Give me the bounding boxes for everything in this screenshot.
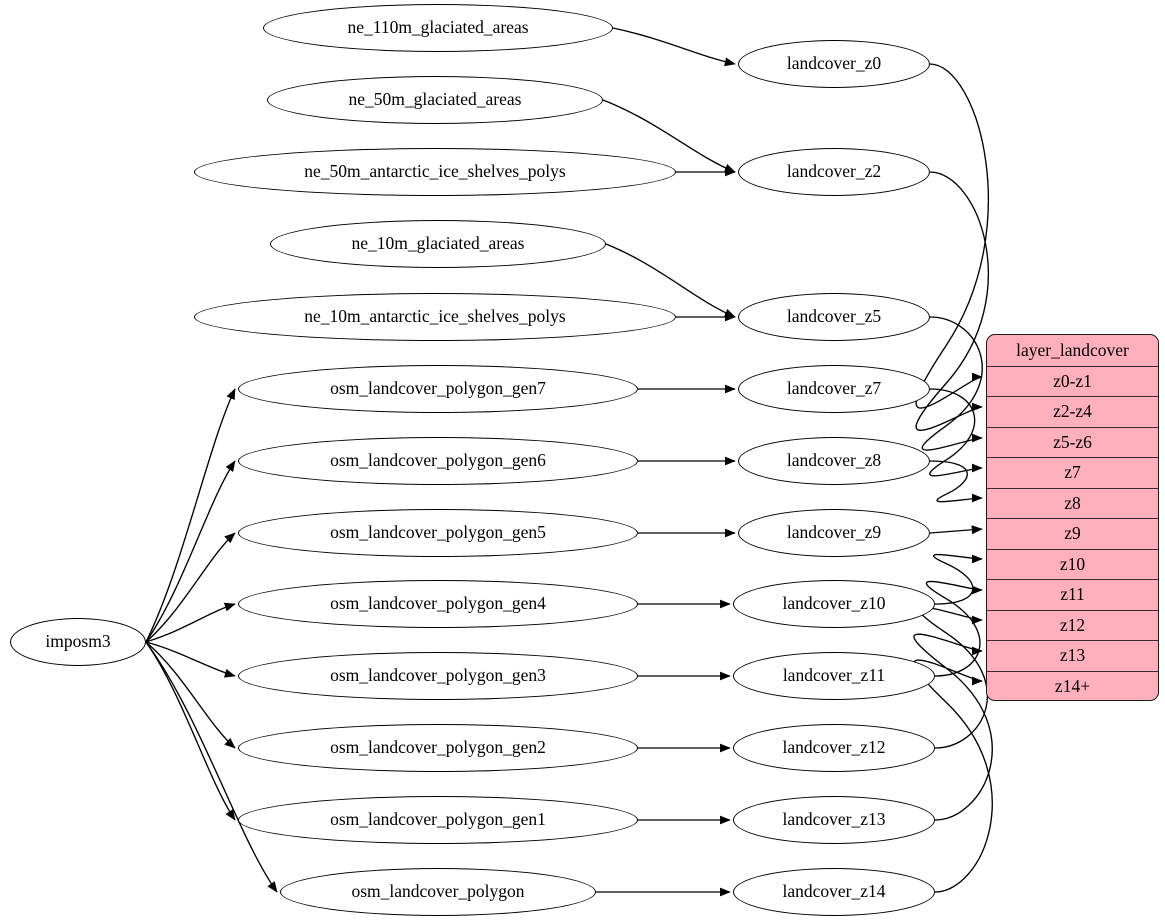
node-landcover_z9[interactable]: landcover_z9 — [738, 509, 930, 557]
node-label: osm_landcover_polygon_gen2 — [330, 737, 546, 758]
table-row-label: z7 — [1064, 462, 1081, 482]
node-label: landcover_z9 — [786, 522, 882, 543]
table-row-label: z10 — [1059, 553, 1086, 574]
table-row[interactable]: z12 — [987, 609, 1158, 641]
edge-landcover_z2-to-layer_landcover_z2-z4 — [915, 171, 990, 431]
node-osm_landcover_polygon_gen5[interactable]: osm_landcover_polygon_gen5 — [238, 509, 638, 557]
edge-landcover_z5-to-layer_landcover_z5-z6 — [921, 316, 983, 451]
table-row[interactable]: z11 — [987, 579, 1158, 610]
node-label: ne_10m_antarctic_ice_shelves_polys — [304, 306, 566, 327]
node-label: osm_landcover_polygon_gen5 — [330, 522, 546, 543]
node-osm_landcover_polygon_gen3[interactable]: osm_landcover_polygon_gen3 — [238, 652, 638, 700]
node-ne_110m_glaciated_areas[interactable]: ne_110m_glaciated_areas — [263, 4, 613, 52]
node-label: landcover_z5 — [786, 306, 882, 327]
node-landcover_z10[interactable]: landcover_z10 — [733, 580, 935, 628]
node-ne_10m_glaciated_areas[interactable]: ne_10m_glaciated_areas — [270, 220, 606, 268]
table-row-label: z14+ — [1054, 675, 1091, 696]
table-row-label: z2-z4 — [1053, 401, 1092, 421]
node-osm_landcover_polygon_gen2[interactable]: osm_landcover_polygon_gen2 — [238, 724, 638, 772]
node-label: landcover_z13 — [782, 809, 886, 830]
edge-landcover_z12-to-layer_landcover_z12 — [918, 606, 989, 749]
edge-imposm3-to-osm_landcover_polygon — [145, 641, 278, 893]
node-label: ne_110m_glaciated_areas — [347, 17, 529, 38]
node-landcover_z13[interactable]: landcover_z13 — [733, 796, 935, 844]
table-row[interactable]: z7 — [987, 457, 1158, 488]
node-landcover_z12[interactable]: landcover_z12 — [733, 724, 935, 772]
edge-imposm3-to-osm_landcover_polygon_gen1 — [145, 641, 236, 821]
node-label: osm_landcover_polygon_gen1 — [330, 809, 546, 830]
node-imposm3[interactable]: imposm3 — [10, 618, 146, 666]
node-label: landcover_z7 — [786, 378, 882, 399]
edge-landcover_z11-to-layer_landcover_z11 — [925, 580, 983, 677]
table-row[interactable]: z13 — [987, 640, 1158, 671]
node-landcover_z2[interactable]: landcover_z2 — [738, 148, 930, 196]
node-osm_landcover_polygon_gen6[interactable]: osm_landcover_polygon_gen6 — [238, 437, 638, 485]
table-row[interactable]: z0-z1 — [987, 365, 1158, 397]
node-label: ne_50m_antarctic_ice_shelves_polys — [304, 161, 566, 182]
table-row-label: z0-z1 — [1053, 370, 1092, 391]
node-landcover_z14[interactable]: landcover_z14 — [733, 868, 935, 916]
edge-ne_50m_glaciated_areas-to-landcover_z2 — [602, 99, 736, 173]
node-label: osm_landcover_polygon_gen3 — [330, 665, 546, 686]
table-row-label: z12 — [1059, 614, 1086, 635]
table-row-label: z9 — [1064, 523, 1081, 543]
node-label: osm_landcover_polygon_gen4 — [330, 593, 546, 614]
layer-landcover-table[interactable]: layer_landcover z0-z1 z2-z4 z5-z6 z7 z8 z9 z10 z… — [986, 334, 1159, 701]
edge-landcover_z13-to-layer_landcover_z13 — [913, 633, 993, 821]
node-osm_landcover_polygon_gen4[interactable]: osm_landcover_polygon_gen4 — [238, 580, 638, 628]
node-osm_landcover_polygon_gen7[interactable]: osm_landcover_polygon_gen7 — [238, 365, 638, 413]
table-row[interactable]: z10 — [987, 548, 1158, 580]
edge-landcover_z8-to-layer_landcover_z8 — [929, 460, 983, 503]
table-row-label: z11 — [1060, 584, 1085, 604]
edge-imposm3-to-osm_landcover_polygon_gen4 — [145, 602, 236, 643]
node-landcover_z8[interactable]: landcover_z8 — [738, 437, 930, 485]
node-ne_50m_antarctic_ice_shelves_polys[interactable]: ne_50m_antarctic_ice_shelves_polys — [194, 148, 676, 196]
edge-imposm3-to-osm_landcover_polygon_gen3 — [145, 641, 236, 678]
table-row-label: z13 — [1059, 645, 1086, 665]
node-label: landcover_z2 — [786, 161, 882, 182]
node-landcover_z5[interactable]: landcover_z5 — [738, 293, 930, 341]
node-label: osm_landcover_polygon_gen7 — [330, 378, 546, 399]
node-label: landcover_z11 — [782, 665, 886, 686]
node-osm_landcover_polygon_gen1[interactable]: osm_landcover_polygon_gen1 — [238, 796, 638, 844]
edge-ne_110m_glaciated_areas-to-landcover_z0 — [612, 27, 736, 67]
node-ne_10m_antarctic_ice_shelves_polys[interactable]: ne_10m_antarctic_ice_shelves_polys — [194, 293, 676, 341]
table-row[interactable]: z9 — [987, 518, 1158, 549]
edge-imposm3-to-osm_landcover_polygon_gen2 — [145, 641, 236, 749]
table-header: layer_landcover — [987, 335, 1158, 366]
edge-imposm3-to-osm_landcover_polygon_gen5 — [145, 532, 236, 643]
table-row[interactable]: z8 — [987, 487, 1158, 519]
edge-landcover_z7-to-layer_landcover_z7 — [929, 388, 983, 477]
node-label: osm_landcover_polygon_gen6 — [330, 450, 546, 471]
node-label: landcover_z14 — [782, 881, 886, 902]
node-landcover_z11[interactable]: landcover_z11 — [733, 652, 935, 700]
node-osm_landcover_polygon[interactable]: osm_landcover_polygon — [280, 868, 596, 916]
edge-imposm3-to-osm_landcover_polygon_gen7 — [145, 388, 236, 643]
edge-landcover_z9-to-layer_landcover_z9 — [929, 525, 983, 535]
table-header-label: layer_landcover — [1016, 339, 1129, 360]
edge-landcover_z10-to-layer_landcover_z10 — [933, 553, 983, 605]
table-row[interactable]: z2-z4 — [987, 396, 1158, 427]
node-label: osm_landcover_polygon — [351, 881, 525, 902]
node-label: landcover_z10 — [782, 593, 886, 614]
node-ne_50m_glaciated_areas[interactable]: ne_50m_glaciated_areas — [267, 76, 603, 124]
edge-imposm3-to-osm_landcover_polygon_gen6 — [145, 460, 236, 643]
node-label: ne_50m_glaciated_areas — [348, 89, 522, 110]
node-label: landcover_z0 — [786, 53, 882, 74]
table-row[interactable]: z14+ — [987, 670, 1158, 701]
edge-landcover_z14-to-layer_landcover_z14_ — [913, 659, 993, 893]
table-row[interactable]: z5-z6 — [987, 426, 1158, 458]
node-label: ne_10m_glaciated_areas — [351, 233, 525, 254]
node-landcover_z7[interactable]: landcover_z7 — [738, 365, 930, 413]
table-row-label: z5-z6 — [1053, 431, 1092, 452]
node-label: landcover_z8 — [786, 450, 882, 471]
node-label: imposm3 — [45, 631, 111, 652]
table-row-label: z8 — [1064, 492, 1081, 513]
edge-landcover_z0-to-layer_landcover_z0-z1 — [915, 63, 989, 409]
node-label: landcover_z12 — [782, 737, 886, 758]
node-landcover_z0[interactable]: landcover_z0 — [738, 40, 930, 88]
edge-ne_10m_glaciated_areas-to-landcover_z5 — [605, 243, 736, 318]
